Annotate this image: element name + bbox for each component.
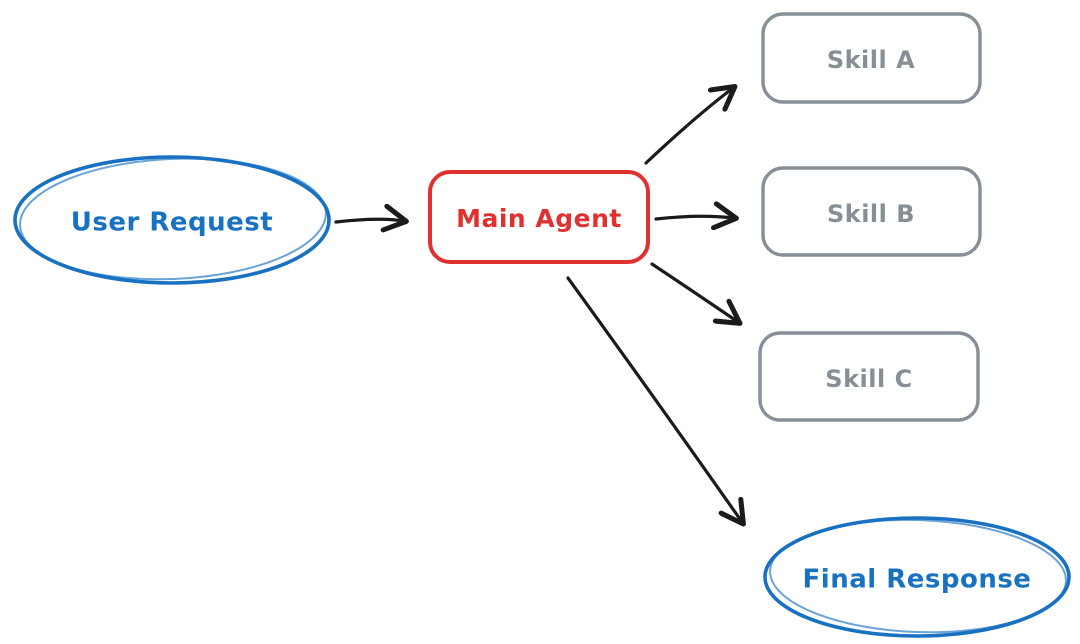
main-agent-node: Main Agent (428, 170, 650, 264)
main-agent-shape (428, 170, 650, 264)
main-agent-label: Main Agent (456, 204, 622, 233)
arrow-main-agent-to-final-response (566, 276, 742, 522)
skill-c-shape (758, 331, 980, 422)
skill-a-shape (761, 12, 982, 104)
user-request-label: User Request (71, 208, 273, 238)
final-response-shape-sketch-overlay (769, 518, 1067, 634)
edges-group (334, 88, 742, 522)
skill-c-node: Skill C (758, 331, 980, 422)
arrow-user-request-to-main-agent (334, 219, 404, 222)
arrow-main-agent-to-skill-b (654, 216, 734, 219)
skill-b-node: Skill B (761, 166, 982, 257)
arrow-main-agent-to-skill-c (650, 262, 738, 322)
user-request-shape (13, 155, 331, 285)
skill-b-shape (761, 166, 982, 257)
final-response-node: Final Response (763, 516, 1071, 638)
arrow-main-agent-to-skill-a (644, 88, 733, 165)
skill-c-label: Skill C (825, 365, 912, 393)
user-request-shape-sketch-overlay (19, 157, 327, 281)
final-response-label: Final Response (803, 565, 1032, 595)
final-response-shape (763, 516, 1071, 638)
user-request-node: User Request (13, 155, 331, 285)
skill-a-node: Skill A (761, 12, 982, 104)
skill-b-label: Skill B (827, 200, 915, 228)
skill-a-label: Skill A (827, 46, 915, 74)
